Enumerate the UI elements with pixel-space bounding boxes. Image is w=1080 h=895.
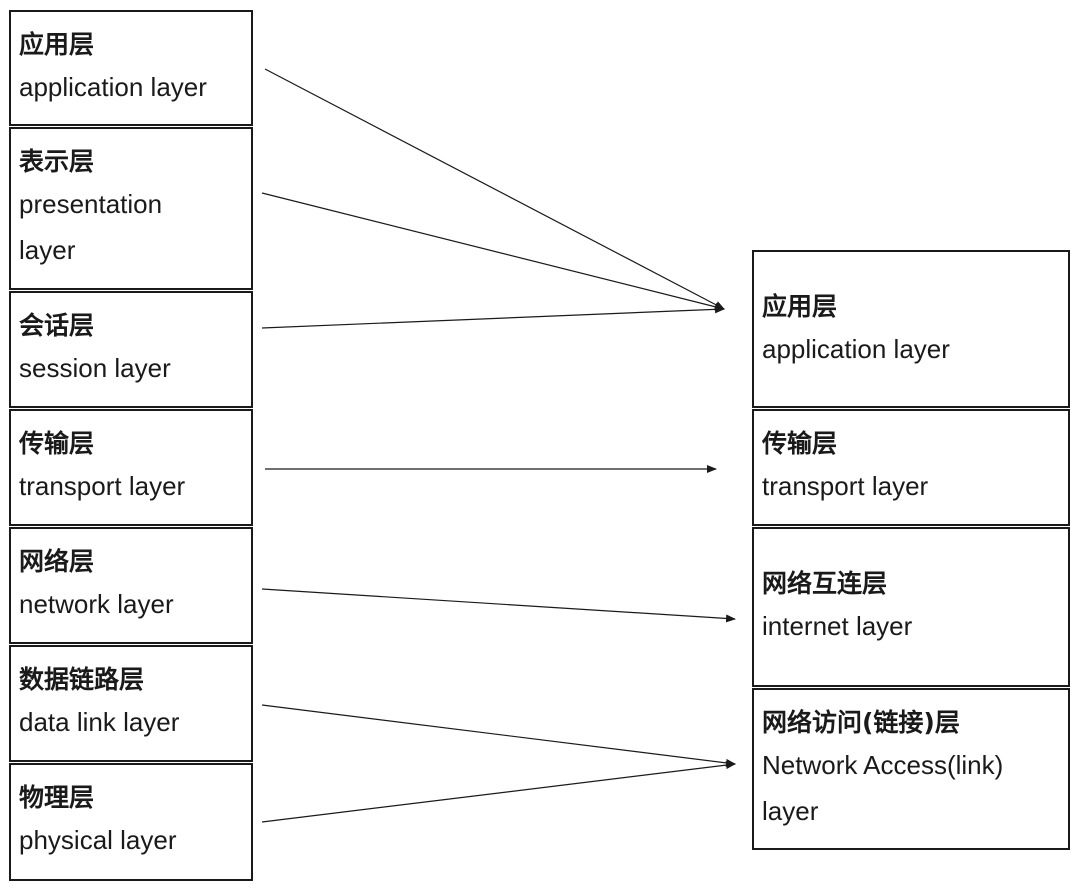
layer-name-zh: 传输层 bbox=[19, 429, 95, 458]
osi-layer-data-link: 数据链路层 data link layer bbox=[9, 645, 253, 762]
layer-name-en: data link layer bbox=[19, 707, 180, 737]
layer-name-en: internet layer bbox=[762, 611, 913, 641]
tcpip-layer-internet: 网络互连层 internet layer bbox=[752, 527, 1070, 687]
arrow-physical-to-network-access bbox=[261, 761, 736, 823]
layer-name-zh: 网络访问(链接)层 bbox=[762, 708, 960, 737]
arrow-datalink-to-network-access bbox=[261, 704, 736, 767]
layer-name-zh: 应用层 bbox=[19, 30, 95, 59]
osi-layer-network: 网络层 network layer bbox=[9, 527, 253, 644]
layer-name-en: application layer bbox=[19, 72, 207, 102]
arrow-network-to-internet bbox=[261, 588, 736, 623]
osi-layer-physical: 物理层 physical layer bbox=[9, 763, 253, 881]
arrow-session-to-application bbox=[261, 305, 725, 329]
layer-name-en: transport layer bbox=[762, 471, 929, 501]
osi-layer-application: 应用层 application layer bbox=[9, 10, 253, 126]
arrow-presentation-to-application bbox=[261, 192, 725, 311]
layer-name-zh: 数据链路层 bbox=[19, 665, 145, 694]
layer-name-zh: 网络互连层 bbox=[762, 569, 888, 598]
osi-layer-presentation: 表示层 presentation layer bbox=[9, 127, 253, 290]
layer-name-zh: 会话层 bbox=[19, 311, 95, 340]
layer-name-zh: 表示层 bbox=[19, 147, 95, 176]
layer-name-en: transport layer bbox=[19, 471, 186, 501]
layer-name-en: network layer bbox=[19, 589, 174, 619]
layer-name-en: presentation layer bbox=[19, 189, 163, 265]
layer-name-zh: 传输层 bbox=[762, 429, 838, 458]
tcpip-layer-application: 应用层 application layer bbox=[752, 250, 1070, 408]
layer-name-en: session layer bbox=[19, 353, 171, 383]
layer-name-zh: 应用层 bbox=[762, 292, 838, 321]
arrow-application-to-application bbox=[264, 68, 725, 310]
layer-name-zh: 物理层 bbox=[19, 783, 95, 812]
tcpip-layer-network-access: 网络访问(链接)层 Network Access(link) layer bbox=[752, 688, 1070, 850]
layer-name-en: Network Access(link) layer bbox=[762, 750, 1004, 826]
osi-layer-session: 会话层 session layer bbox=[9, 291, 253, 408]
osi-layer-transport: 传输层 transport layer bbox=[9, 409, 253, 526]
layer-name-en: physical layer bbox=[19, 825, 177, 855]
tcpip-layer-transport: 传输层 transport layer bbox=[752, 409, 1070, 526]
layer-name-zh: 网络层 bbox=[19, 547, 95, 576]
layer-name-en: application layer bbox=[762, 334, 950, 364]
